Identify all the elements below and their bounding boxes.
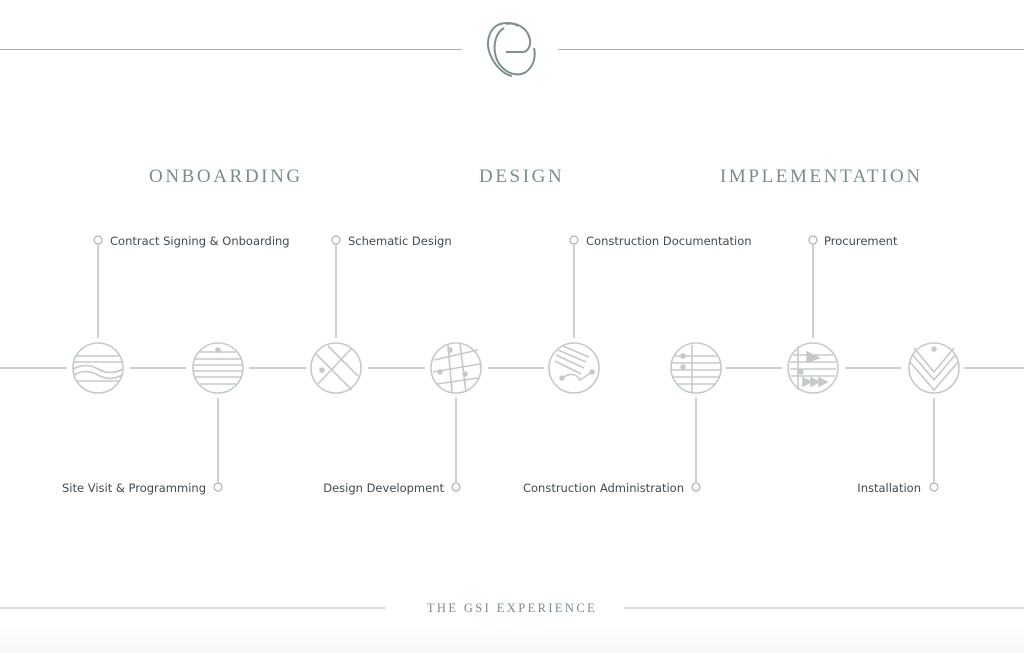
step-design-development: Design Development — [323, 481, 444, 495]
footer-title: THE GSI EXPERIENCE — [426, 601, 598, 615]
grid-plan-icon — [430, 342, 482, 394]
step-installation: Installation — [857, 481, 921, 495]
arrows-icon — [787, 342, 839, 394]
step-site-visit: Site Visit & Programming — [61, 481, 206, 495]
phase-implementation: IMPLEMENTATION — [720, 166, 923, 187]
step-construction-administration: Construction Administration — [522, 481, 684, 495]
phase-onboarding: ONBOARDING — [149, 166, 303, 187]
phase-design: DESIGN — [479, 166, 565, 187]
horizontal-lines-icon — [192, 342, 244, 394]
header-rule-left — [0, 49, 462, 50]
ruled-page-icon — [670, 342, 722, 394]
step-construction-documentation: Construction Documentation — [586, 234, 752, 248]
gsi-logo-icon — [487, 22, 536, 77]
crossing-lines-icon — [310, 342, 362, 394]
footer-band — [0, 625, 1024, 653]
step-procurement: Procurement — [824, 234, 898, 248]
wave-lines-icon — [72, 342, 124, 394]
chevrons-icon — [908, 342, 960, 394]
step-contract-signing: Contract Signing & Onboarding — [110, 234, 290, 248]
step-schematic-design: Schematic Design — [348, 234, 452, 248]
header-rule-right — [558, 49, 1024, 50]
hatched-fan-icon — [548, 342, 600, 394]
